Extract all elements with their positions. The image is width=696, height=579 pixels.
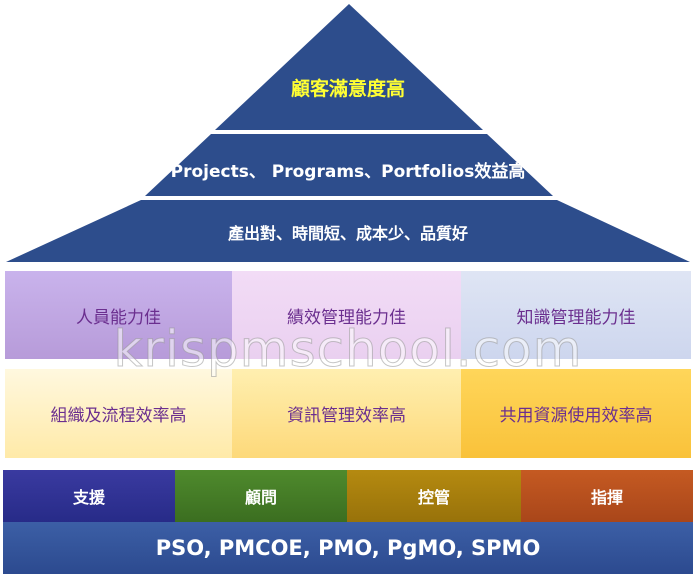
role-support: 支援 (3, 470, 175, 522)
role-consulting: 顧問 (175, 470, 347, 522)
role-directive: 指揮 (521, 470, 693, 522)
pmo-types-base: PSO, PMCOE, PMO, PgMO, SPMO (3, 522, 693, 574)
capability-performance: 績效管理能力佳 (232, 271, 461, 359)
pyramid-top-tier (215, 4, 483, 130)
capability-knowledge: 知識管理能力佳 (461, 271, 691, 359)
pyramid (6, 4, 690, 262)
pyramid-top-label: 顧客滿意度高 (290, 78, 405, 100)
pyramid-bottom-label: 產出對、時間短、成本少、品質好 (227, 224, 468, 243)
role-control: 控管 (347, 470, 521, 522)
efficiency-information: 資訊管理效率高 (232, 369, 461, 458)
pyramid-middle-tier (145, 134, 553, 196)
pyramid-middle-label: Projects、 Programs、Portfolios效益高 (170, 162, 526, 182)
pyramid-bottom-tier (6, 200, 690, 262)
capability-people: 人員能力佳 (5, 271, 232, 359)
efficiency-shared-resources: 共用資源使用效率高 (461, 369, 691, 458)
efficiency-organization: 組織及流程效率高 (5, 369, 232, 458)
